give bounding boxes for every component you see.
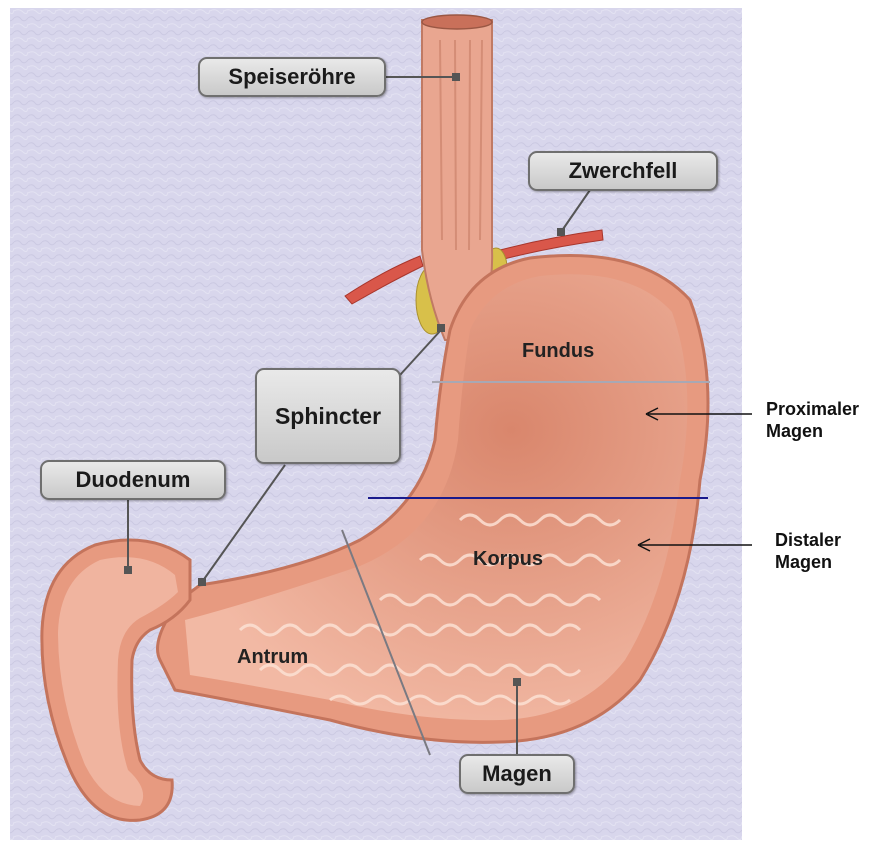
label-distal-magen: Distaler Magen	[775, 529, 841, 573]
label-duodenum: Duodenum	[40, 460, 226, 500]
label-distal-line1: Distaler	[775, 529, 841, 551]
label-magen: Magen	[459, 754, 575, 794]
label-proximal-line2: Magen	[766, 420, 859, 442]
label-proximal-magen: Proximaler Magen	[766, 398, 859, 442]
label-speiseroehre: Speiseröhre	[198, 57, 386, 97]
label-sphincter: Sphincter	[255, 368, 401, 464]
label-fundus: Fundus	[522, 340, 594, 363]
leader-dot-magen	[513, 678, 521, 686]
label-distal-line2: Magen	[775, 551, 841, 573]
leader-dot-duodenum	[124, 566, 132, 574]
label-antrum: Antrum	[237, 646, 308, 669]
label-zwerchfell: Zwerchfell	[528, 151, 718, 191]
leader-dot-sphincter-upper	[437, 324, 445, 332]
esophagus-opening	[422, 15, 492, 29]
leader-dot-speiseroehre	[452, 73, 460, 81]
label-korpus: Korpus	[473, 548, 543, 571]
leader-dot-sphincter-lower	[198, 578, 206, 586]
label-proximal-line1: Proximaler	[766, 398, 859, 420]
leader-dot-zwerchfell	[557, 228, 565, 236]
